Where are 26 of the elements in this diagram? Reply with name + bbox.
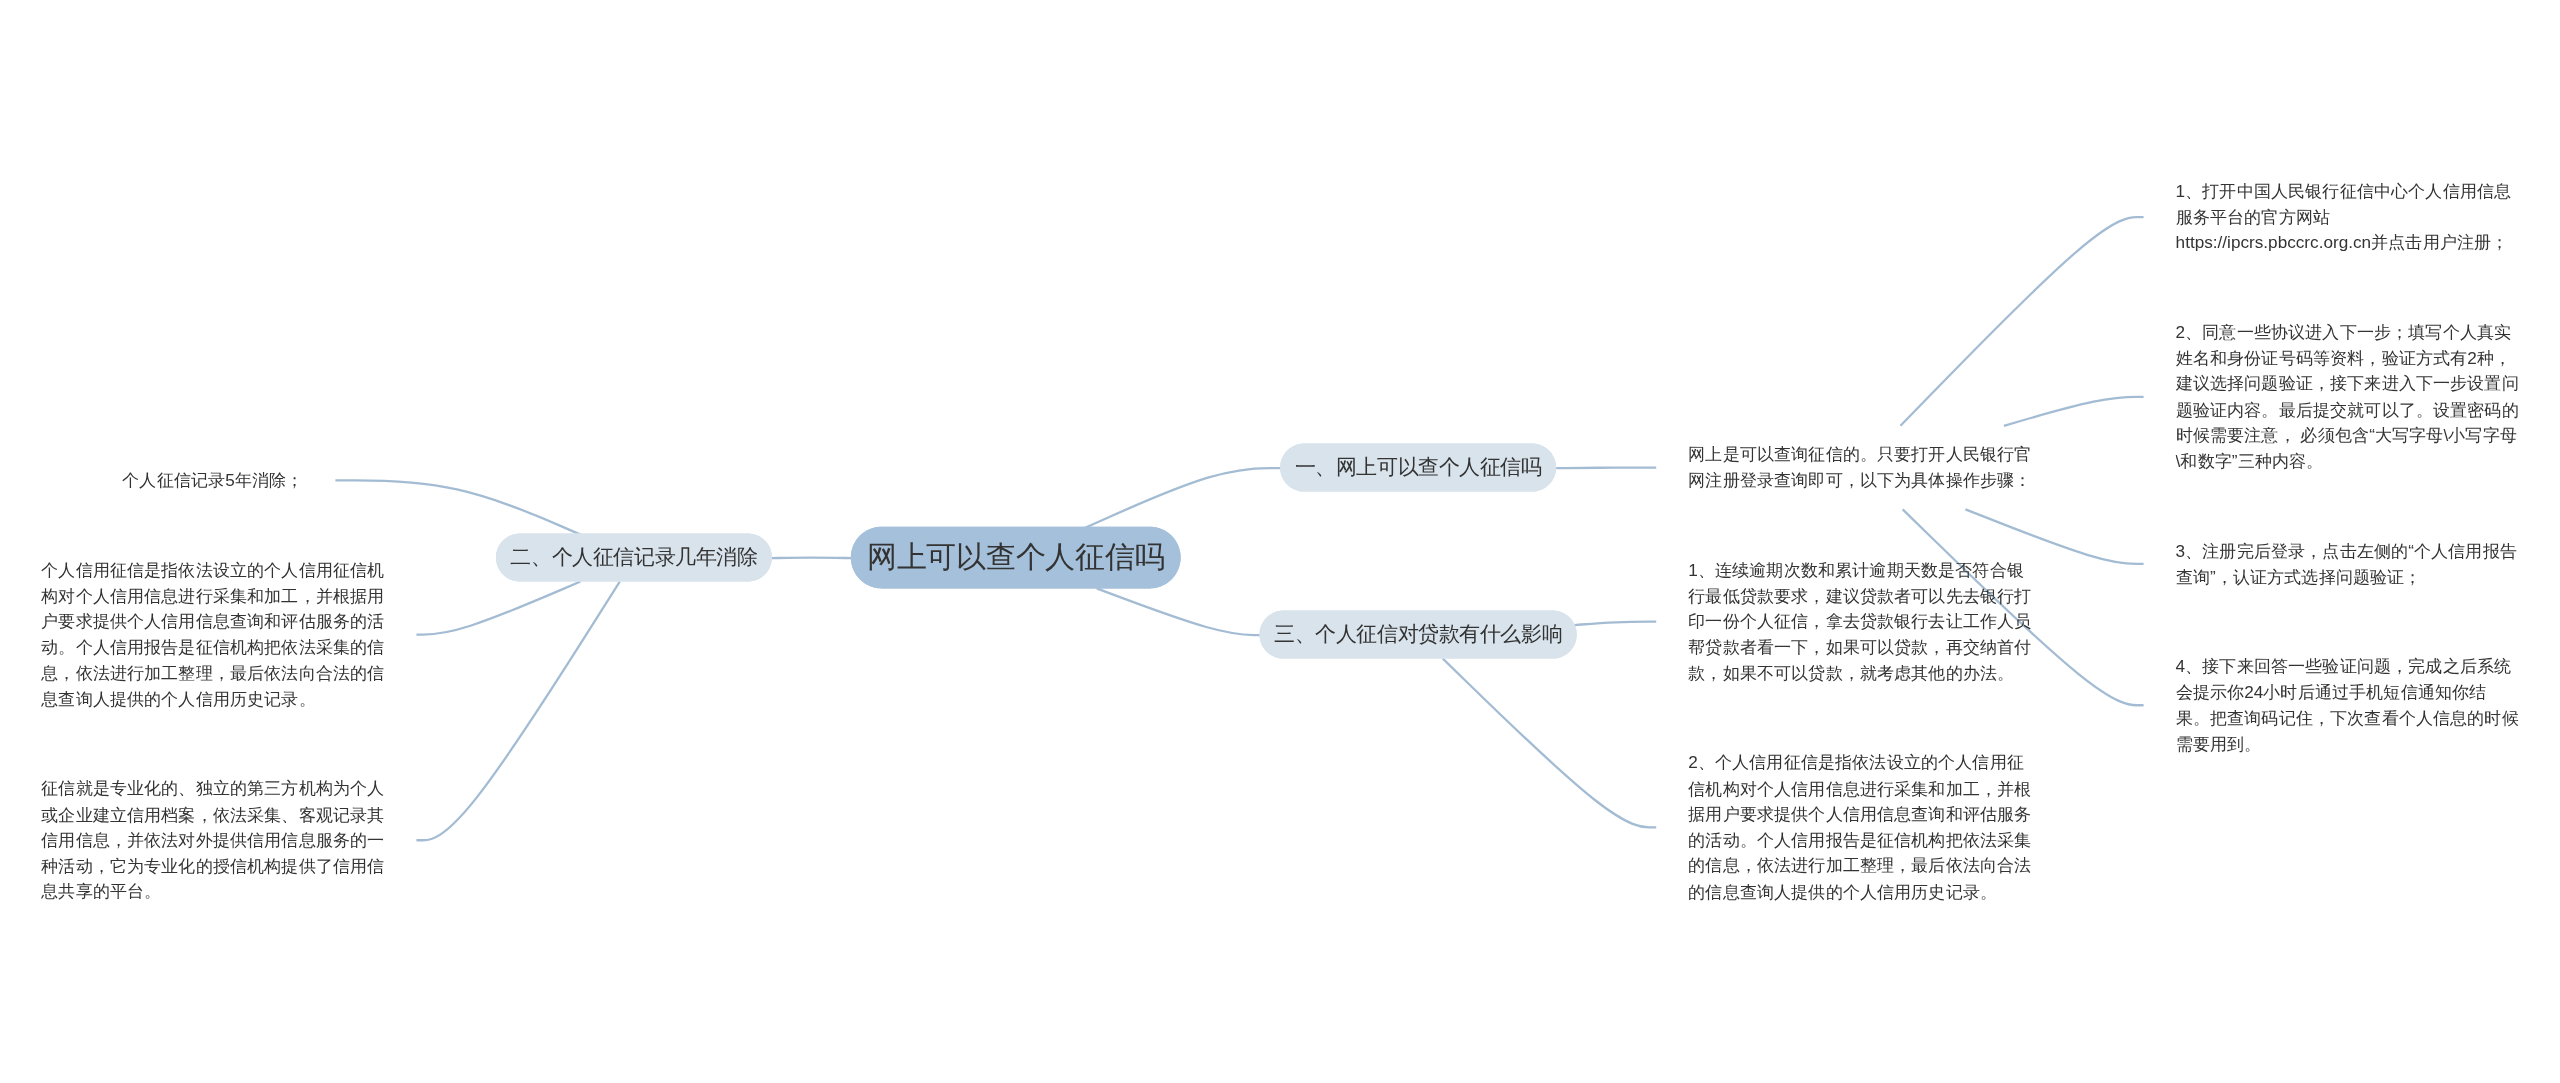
- note-text: 1、打开中国人民银行征信中心个人信用信息服务平台的官方网站https://ipcrs.pbccrc.org.cn并点击用户注册；: [2175, 180, 2512, 252]
- note-text: 个人信用征信是指依法设立的个人信用征信机构对个人信用信息进行采集和加工，并根据用户要求提供个人信用信息查询和评估服务的活动。个人信用报告是征信机构把依法采集的信息，依法进行加工整理，最后依法向合法的信息查询人提供的个人信用历史记录。: [41, 559, 385, 708]
- connector-line: [1965, 508, 2144, 566]
- connector-line: [2003, 395, 2144, 427]
- connector-line: [1574, 620, 1657, 627]
- connector-line: [416, 580, 621, 842]
- connector-line: [416, 580, 581, 636]
- connector-line: [1556, 466, 1657, 470]
- note-text: 网上是可以查询征信的。只要打开人民银行官网注册登录查询即可，以下为具体操作步骤：: [1688, 444, 2032, 490]
- note-text: 2、同意一些协议进入下一步；填写个人真实姓名和身份证号码等资料，验证方式有2种，建议选择问题验证，接下来进入下一步设置问题验证内容。最后提交就可以了。设置密码的时候需要注意， 必须包含“大写字母\小写字母\和数字”三种内容。: [2175, 322, 2519, 471]
- connector-line: [1096, 587, 1261, 637]
- connector-line: [1442, 657, 1657, 829]
- connector-line: [1901, 508, 2144, 707]
- branch-topic: 一、网上可以查个人征信吗: [1280, 443, 1557, 492]
- note-text: 3、注册完后登录，点击左侧的“个人信用报告查询”，认证方式选择问题验证；: [2175, 540, 2517, 586]
- note-text: 1、连续逾期次数和累计逾期天数是否符合银行最低贷款要求，建议贷款者可以先去银行打印一份个人征信，拿去贷款银行去让工作人员帮贷款者看一下，如果可以贷款，再交纳首付款，如果不可以贷款，就考虑其他的办法。: [1688, 559, 2032, 683]
- note-text: 个人征信记录5年消除；: [122, 469, 304, 490]
- note-text: 2、个人信用征信是指依法设立的个人信用征信机构对个人信用信息进行采集和加工，并根据用户要求提供个人信用信息查询和评估服务的活动。个人信用报告是征信机构把依法采集的信息，依法进行加工整理，最后依法向合法的信息查询人提供的个人信用历史记录。: [1688, 752, 2032, 901]
- branch-topic: 三、个人征信对贷款有什么影响: [1259, 610, 1577, 659]
- central-topic: 网上可以查个人征信吗: [850, 526, 1181, 589]
- connector-line: [335, 479, 581, 536]
- connector-line: [771, 556, 852, 560]
- branch-topic: 二、个人征信记录几年消除: [495, 533, 772, 582]
- note-text: 4、接下来回答一些验证问题，完成之后系统会提示你24小时后通过手机短信通知你结果。把查询码记住，下次查看个人信息的时候需要用到。: [2175, 656, 2519, 753]
- note-text: 征信就是专业化的、独立的第三方机构为个人或企业建立信用档案，依法采集、客观记录其信用信息，并依法对外提供信用信息服务的一种活动，它为专业化的授信机构提供了信用信息共享的平台。: [41, 778, 385, 901]
- connector-line: [1899, 215, 2144, 427]
